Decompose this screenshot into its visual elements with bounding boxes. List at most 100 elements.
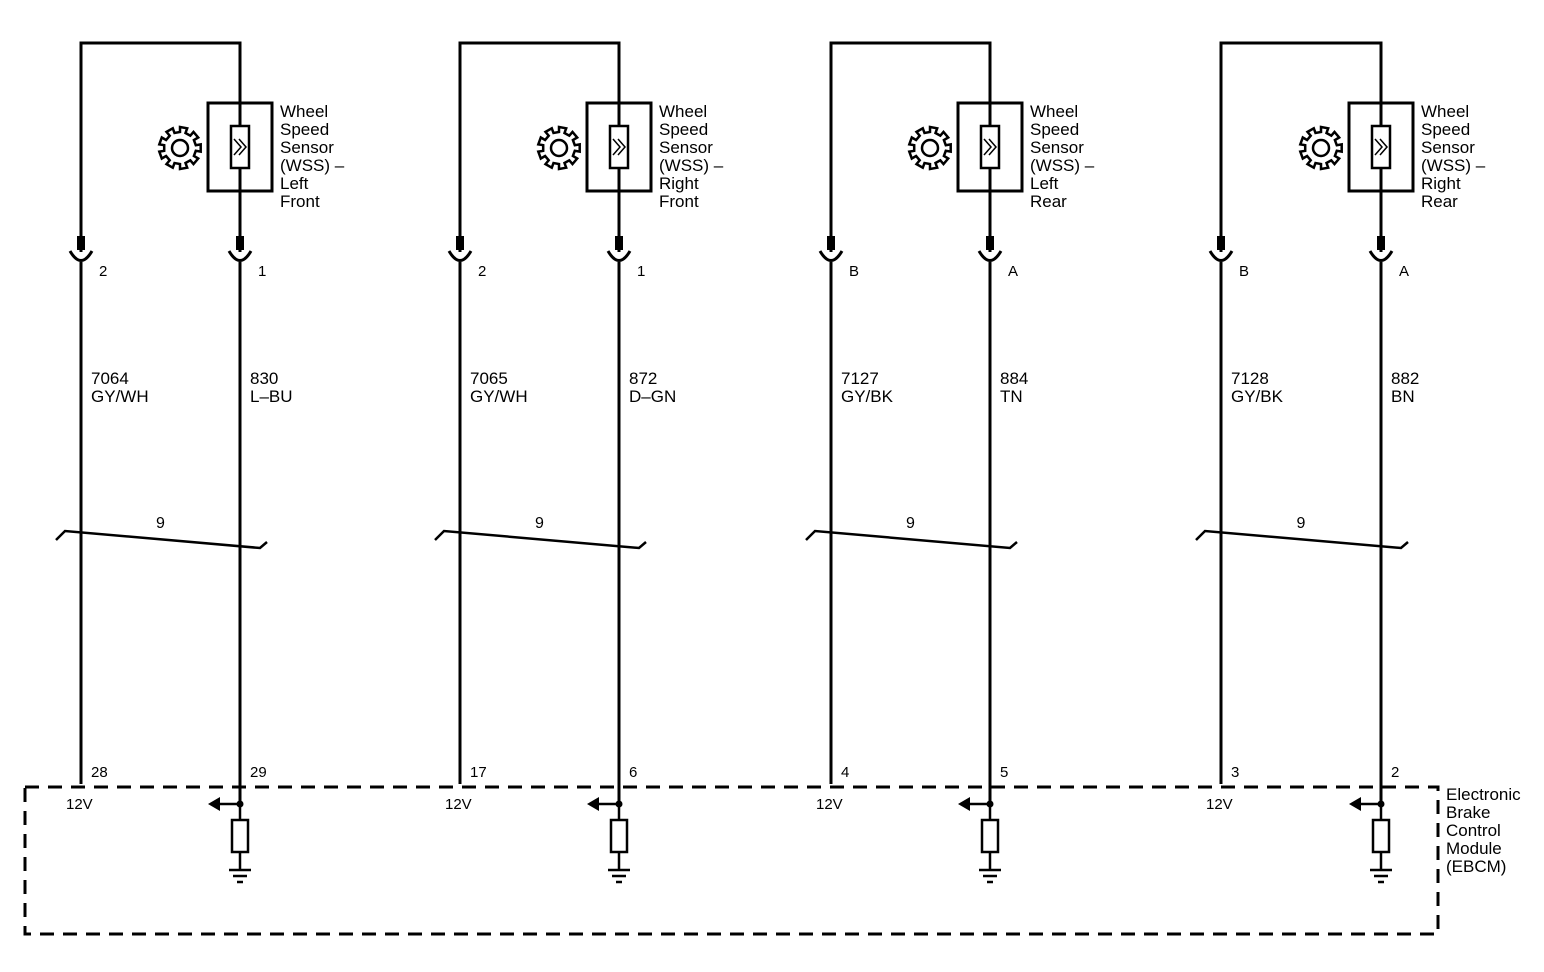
connector-pin-icon	[456, 236, 464, 250]
sensor-coil-icon	[233, 138, 247, 156]
wire-color-code: GY/WH	[470, 387, 528, 406]
sensor-name-line: Left	[1030, 174, 1059, 193]
connector-pin-icon	[1377, 236, 1385, 250]
ebcm-module-boundary	[23, 785, 1440, 936]
sensor-name-line: (WSS) –	[280, 156, 345, 175]
connector-pin-icon	[615, 236, 623, 250]
sensor-coil-icon	[1374, 138, 1388, 156]
wire-color-code: L–BU	[250, 387, 293, 406]
connector-socket-icon	[68, 250, 94, 262]
connector-socket-icon	[1208, 250, 1234, 262]
sensor-name-line: Sensor	[659, 138, 713, 157]
module-name-line: Module	[1446, 839, 1502, 858]
wire-circuit-number: 872	[629, 369, 657, 388]
sensor-name-line: Wheel	[280, 102, 328, 121]
connector-pin-label: A	[1008, 263, 1018, 280]
sensor-name-line: Speed	[659, 120, 708, 139]
connector-pin-icon	[827, 236, 835, 250]
sensor-name-line: Front	[280, 192, 320, 211]
connector-pin-label: A	[1399, 263, 1409, 280]
sensor-name-line: (WSS) –	[1421, 156, 1486, 175]
sensor-name-line: Right	[659, 174, 699, 193]
twisted-pair-count: 9	[906, 515, 915, 532]
connector-socket-icon	[1368, 250, 1394, 262]
wire-color-code: GY/BK	[841, 387, 894, 406]
twisted-pair-count: 9	[535, 515, 544, 532]
wire-circuit-number: 7128	[1231, 369, 1269, 388]
sensor-name-line: Wheel	[659, 102, 707, 121]
gear-hub-icon	[920, 138, 940, 158]
ground-icon	[979, 868, 1001, 884]
connector-pin-label: B	[1239, 263, 1249, 280]
sensor-name-line: Sensor	[280, 138, 334, 157]
sensor-name-line: Speed	[280, 120, 329, 139]
gear-icon	[536, 125, 581, 171]
resistor-icon	[1371, 818, 1391, 854]
module-pin-label: 6	[629, 764, 637, 781]
gear-hub-icon	[549, 138, 569, 158]
module-name-line: Electronic	[1446, 785, 1521, 804]
module-pin-label: 4	[841, 764, 849, 781]
module-pin-label: 17	[470, 764, 487, 781]
twisted-pair-marker	[434, 529, 647, 550]
wire-circuit-number: 830	[250, 369, 278, 388]
ground-icon	[229, 868, 251, 884]
arrow-left-icon	[587, 797, 599, 811]
module-pin-label: 29	[250, 764, 267, 781]
sensor-name-line: Rear	[1421, 192, 1458, 211]
sensor-name-line: Wheel	[1030, 102, 1078, 121]
wire-circuit-number: 884	[1000, 369, 1028, 388]
wire-circuit-number: 7065	[470, 369, 508, 388]
gear-icon	[1298, 125, 1343, 171]
twisted-pair-marker	[805, 529, 1018, 550]
sensor-name-line: Front	[659, 192, 699, 211]
wire-circuit-number: 882	[1391, 369, 1419, 388]
connector-pin-label: 2	[99, 263, 107, 280]
ground-icon	[1370, 868, 1392, 884]
voltage-label: 12V	[66, 796, 93, 813]
module-pin-label: 28	[91, 764, 108, 781]
voltage-label: 12V	[1206, 796, 1233, 813]
module-pin-label: 2	[1391, 764, 1399, 781]
sensor-name-line: Speed	[1030, 120, 1079, 139]
module-pin-label: 3	[1231, 764, 1239, 781]
connector-pin-icon	[1217, 236, 1225, 250]
wire-circuit-number: 7127	[841, 369, 879, 388]
connector-pin-label: 1	[258, 263, 266, 280]
module-name-line: Control	[1446, 821, 1501, 840]
connector-pin-icon	[77, 236, 85, 250]
gear-hub-icon	[1311, 138, 1331, 158]
wire-color-code: GY/BK	[1231, 387, 1284, 406]
sensor-name-line: Rear	[1030, 192, 1067, 211]
connector-pin-label: 2	[478, 263, 486, 280]
ground-icon	[608, 868, 630, 884]
arrow-left-icon	[958, 797, 970, 811]
module-pin-label: 5	[1000, 764, 1008, 781]
sensor-name-line: (WSS) –	[1030, 156, 1095, 175]
voltage-label: 12V	[816, 796, 843, 813]
wire-circuit-number: 7064	[91, 369, 129, 388]
resistor-icon	[980, 818, 1000, 854]
connector-pin-label: 1	[637, 263, 645, 280]
arrow-left-icon	[1349, 797, 1361, 811]
sensor-name-line: Sensor	[1030, 138, 1084, 157]
connector-socket-icon	[447, 250, 473, 262]
twisted-pair-marker	[55, 529, 268, 550]
twisted-pair-count: 9	[156, 515, 165, 532]
voltage-label: 12V	[445, 796, 472, 813]
sensor-name-line: Sensor	[1421, 138, 1475, 157]
connector-socket-icon	[606, 250, 632, 262]
connector-socket-icon	[818, 250, 844, 262]
sensor-name-line: (WSS) –	[659, 156, 724, 175]
sensor-coil-icon	[612, 138, 626, 156]
connector-pin-label: B	[849, 263, 859, 280]
arrow-left-icon	[208, 797, 220, 811]
resistor-icon	[609, 818, 629, 854]
gear-icon	[907, 125, 952, 171]
wire-color-code: GY/WH	[91, 387, 149, 406]
module-name-line: Brake	[1446, 803, 1490, 822]
